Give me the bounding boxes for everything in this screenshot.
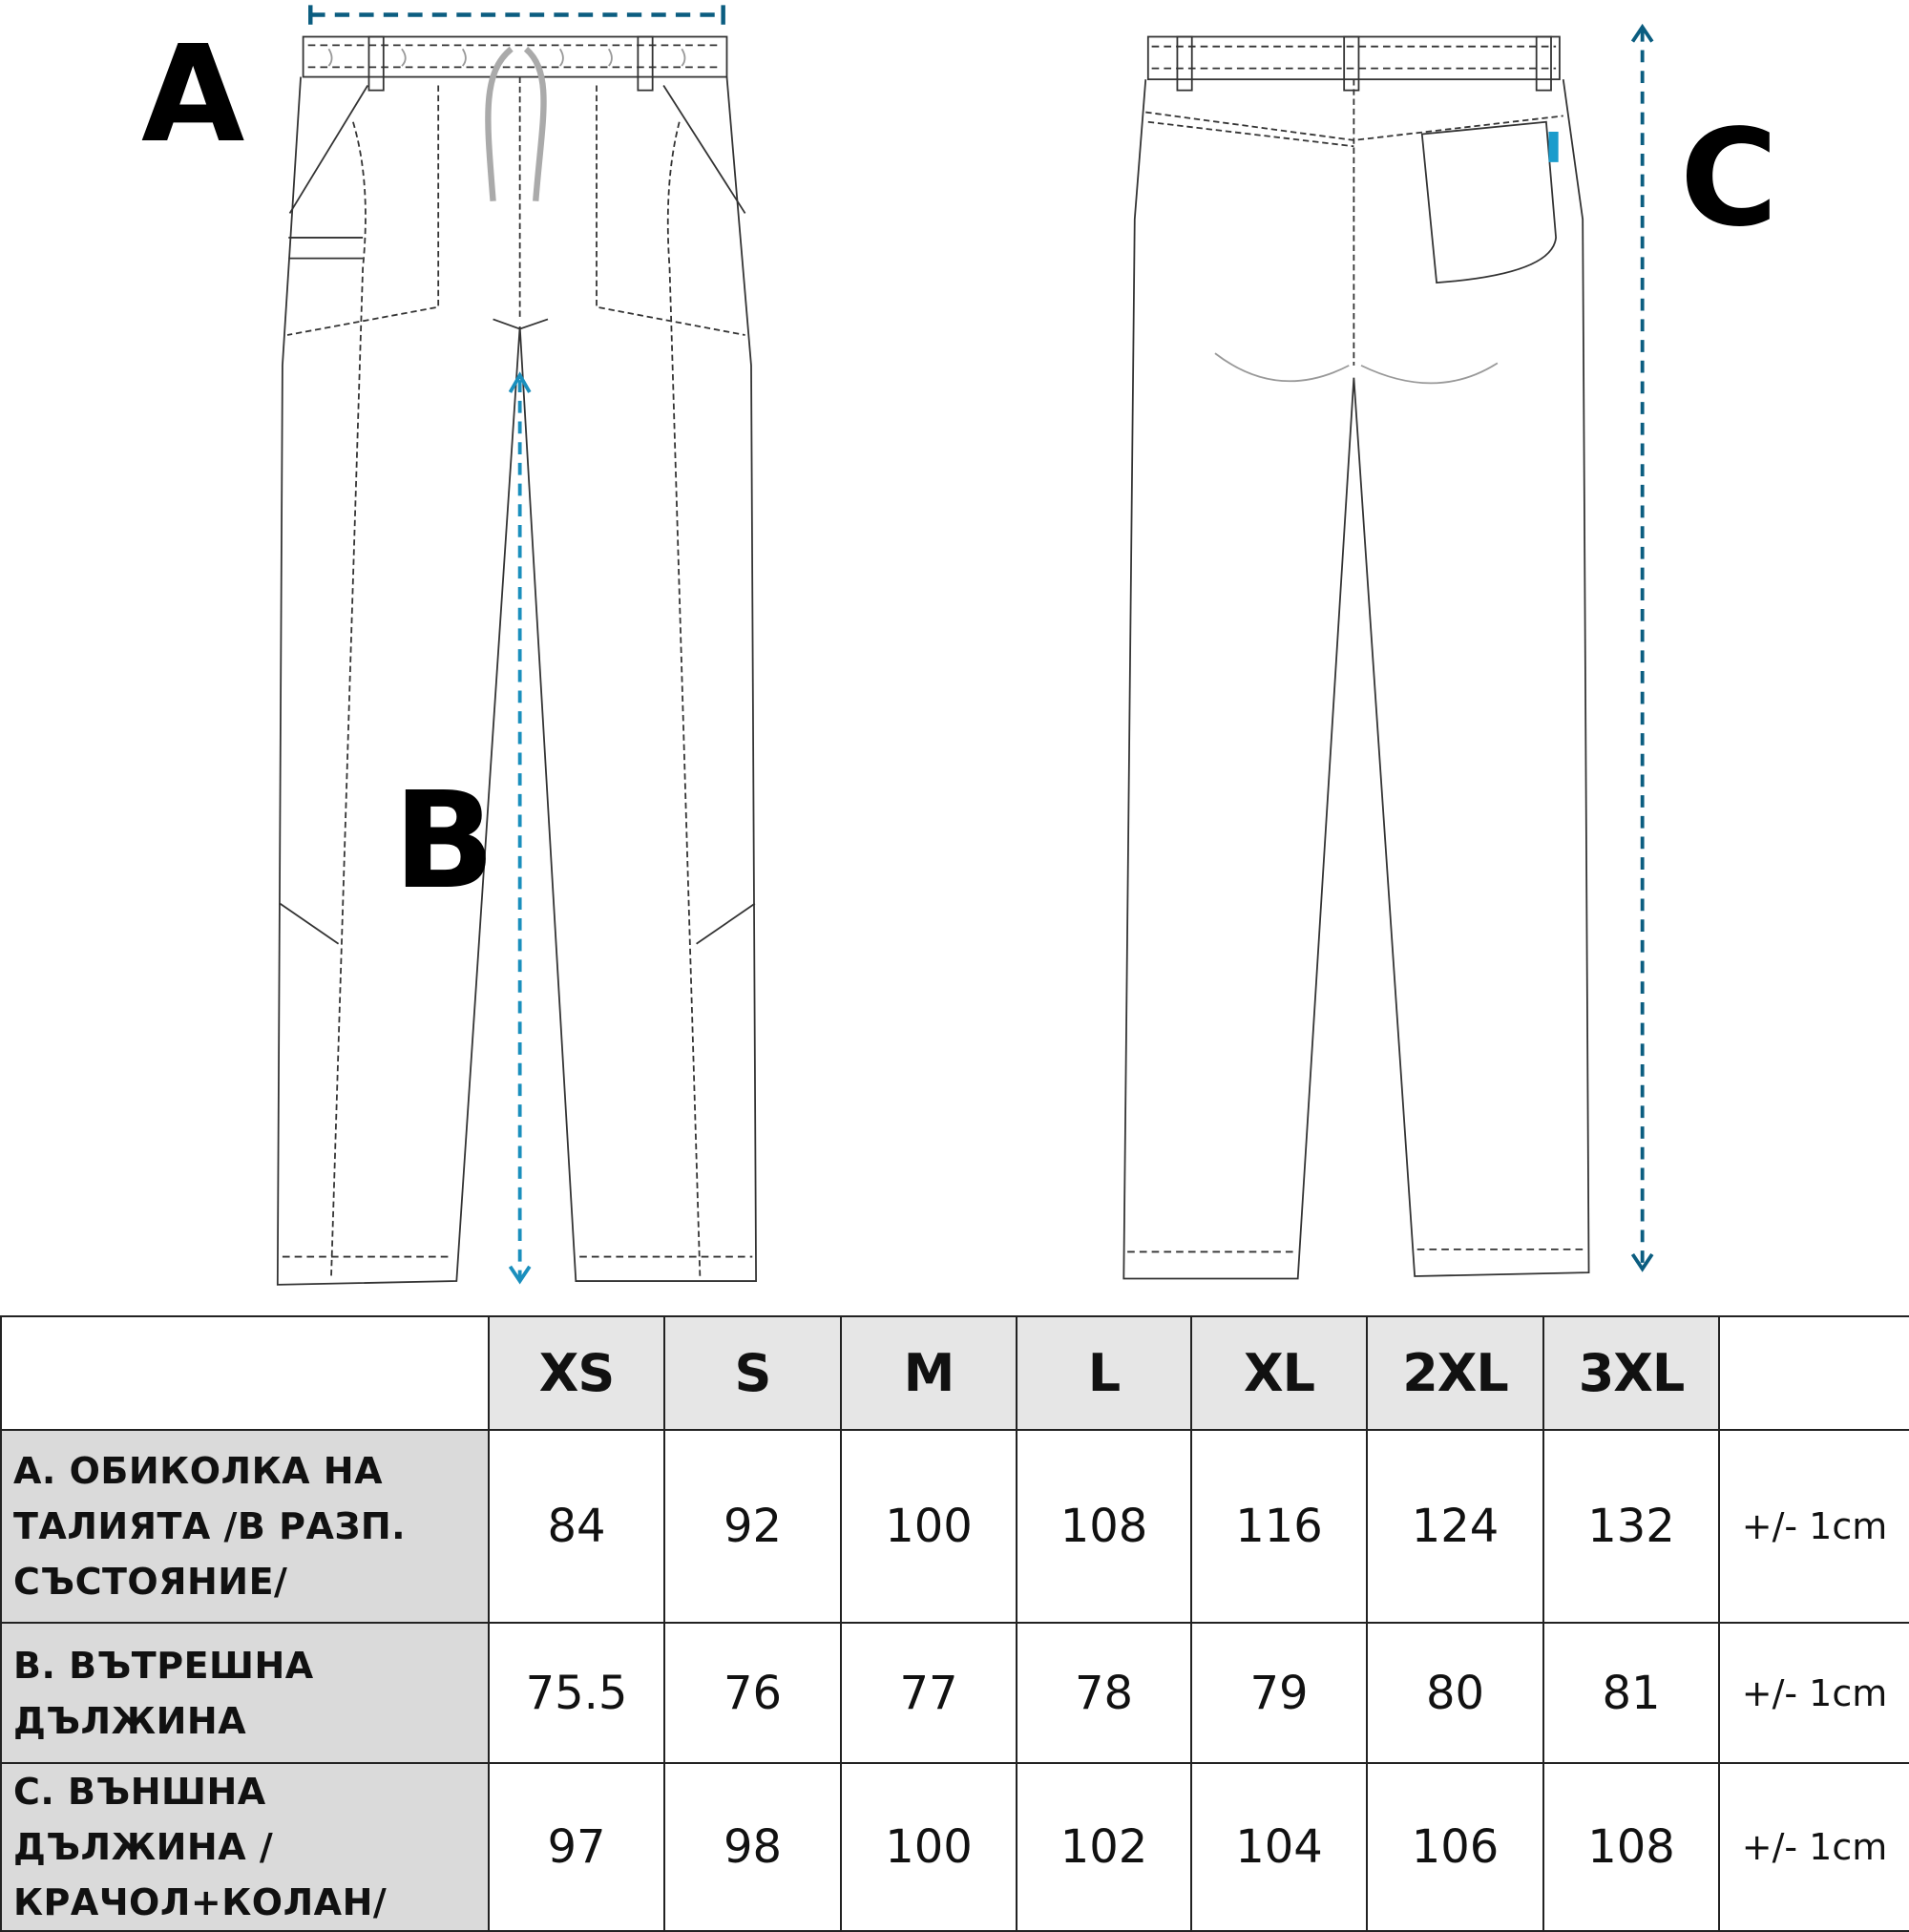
- cell: 102: [1016, 1762, 1192, 1932]
- size-header: S: [663, 1315, 842, 1431]
- cell: 81: [1542, 1622, 1720, 1764]
- size-header: XL: [1190, 1315, 1368, 1431]
- cell: 100: [840, 1429, 1017, 1624]
- row-label: С. ВЪНШНА ДЪЛЖИНА /КРАЧОЛ+КОЛАН/: [0, 1762, 490, 1932]
- size-header: 2XL: [1366, 1315, 1544, 1431]
- measure-arrow-c: [1630, 23, 1654, 1272]
- header-blank: [0, 1315, 490, 1431]
- front-view-pants: [276, 35, 757, 1286]
- label-b: B: [393, 764, 495, 919]
- cell: 80: [1366, 1622, 1544, 1764]
- cell: 124: [1366, 1429, 1544, 1624]
- size-chart-table: XS S M L XL 2XL 3XL А. ОБИКОЛКА НА ТАЛИЯ…: [0, 1315, 1909, 1932]
- table-row: А. ОБИКОЛКА НА ТАЛИЯТА /В РАЗП. СЪСТОЯНИ…: [0, 1429, 1909, 1624]
- size-header: L: [1016, 1315, 1192, 1431]
- cell: 78: [1016, 1622, 1192, 1764]
- size-header: XS: [488, 1315, 665, 1431]
- size-header: 3XL: [1542, 1315, 1720, 1431]
- cell: 75.5: [488, 1622, 665, 1764]
- label-c: C: [1680, 101, 1778, 257]
- cell: 97: [488, 1762, 665, 1932]
- cell: 106: [1366, 1762, 1544, 1932]
- table-row: В. ВЪТРЕШНА ДЪЛЖИНА 75.5 76 77 78 79 80 …: [0, 1622, 1909, 1764]
- measure-arrow-b: [508, 371, 532, 1285]
- cell: 100: [840, 1762, 1017, 1932]
- tolerance: +/- 1cm: [1718, 1429, 1909, 1624]
- row-label: А. ОБИКОЛКА НА ТАЛИЯТА /В РАЗП. СЪСТОЯНИ…: [0, 1429, 490, 1624]
- cell: 108: [1542, 1762, 1720, 1932]
- header-blank: [1718, 1315, 1909, 1431]
- cell: 98: [663, 1762, 842, 1932]
- cell: 132: [1542, 1429, 1720, 1624]
- size-header: M: [840, 1315, 1017, 1431]
- tolerance: +/- 1cm: [1718, 1622, 1909, 1764]
- cell: 76: [663, 1622, 842, 1764]
- cell: 79: [1190, 1622, 1368, 1764]
- cell: 84: [488, 1429, 665, 1624]
- back-view-pants: [1122, 35, 1590, 1280]
- cell: 116: [1190, 1429, 1368, 1624]
- cell: 92: [663, 1429, 842, 1624]
- pants-technical-drawing: [276, 5, 1654, 1286]
- measure-arrow-a: [308, 5, 725, 25]
- cell: 77: [840, 1622, 1017, 1764]
- cell: 104: [1190, 1762, 1368, 1932]
- table-header-row: XS S M L XL 2XL 3XL: [0, 1315, 1909, 1431]
- cell: 108: [1016, 1429, 1192, 1624]
- tolerance: +/- 1cm: [1718, 1762, 1909, 1932]
- label-a: A: [141, 17, 245, 173]
- table-row: С. ВЪНШНА ДЪЛЖИНА /КРАЧОЛ+КОЛАН/ 97 98 1…: [0, 1762, 1909, 1932]
- brand-tag: [1548, 131, 1559, 162]
- row-label: В. ВЪТРЕШНА ДЪЛЖИНА: [0, 1622, 490, 1764]
